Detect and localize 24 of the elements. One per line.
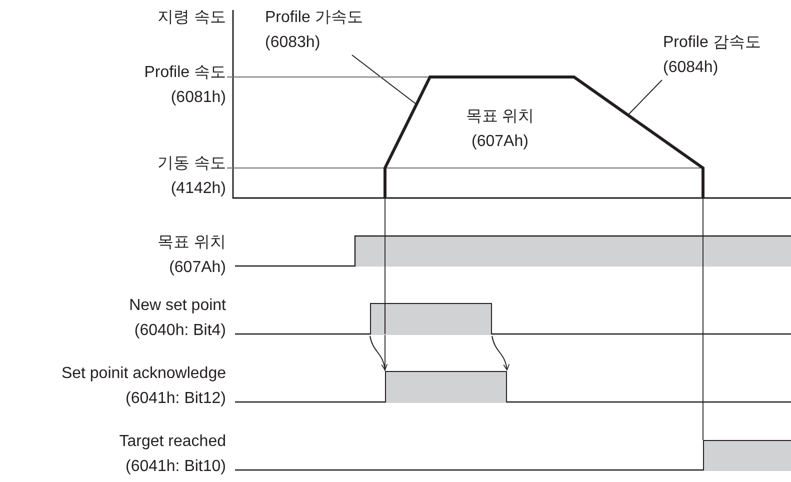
- velocity-profile: 목표 위치 (607Ah): [385, 77, 703, 198]
- signal-pulse: [703, 440, 791, 471]
- signal-line: [235, 333, 370, 335]
- leader-line: [628, 80, 662, 116]
- signal-label: Set poinit acknowledge (6041h: Bit12): [36, 361, 226, 411]
- signal-pulse: [370, 303, 492, 335]
- signal-line: [235, 469, 703, 471]
- callout-label: Profile 감속도 (6084h): [663, 30, 791, 80]
- axis-label: 기동 속도 (4142h): [136, 151, 226, 201]
- leader-line: [352, 54, 416, 104]
- guide-line: [384, 334, 386, 372]
- axis-label: Profile 속도 (6081h): [126, 60, 226, 110]
- signal-label: 목표 위치 (607Ah): [156, 233, 226, 278]
- arrow: [370, 336, 388, 370]
- guide-line: [702, 198, 704, 440]
- reference-line: [226, 76, 430, 78]
- signal-label: Target reached (6041h: Bit10): [96, 429, 226, 479]
- guide-line: [384, 198, 386, 304]
- signal-pulse: [385, 371, 507, 403]
- callout-label: Profile 가속도 (6083h): [265, 5, 390, 55]
- arrow: [492, 336, 510, 370]
- signal-label: New set point (6040h: Bit4): [101, 293, 226, 343]
- signal-line: [235, 401, 385, 403]
- axis-label: 지령 속도: [156, 8, 226, 28]
